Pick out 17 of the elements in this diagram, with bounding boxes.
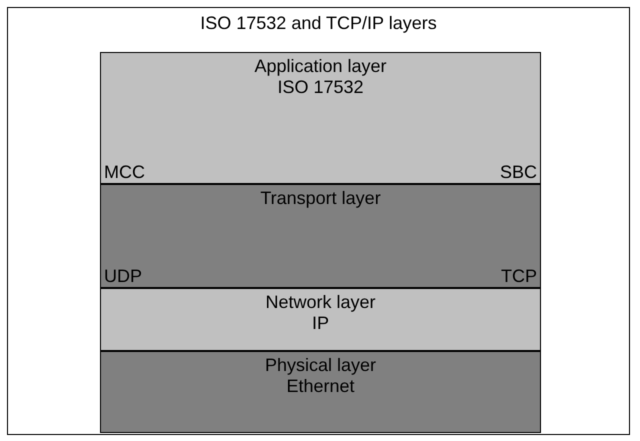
layer-name: Network layer — [264, 292, 377, 313]
layer-name: Application layer — [253, 56, 388, 77]
protocol-name: Ethernet — [285, 376, 356, 397]
layer-name: Physical layer — [264, 355, 378, 376]
frame-heading: ISO 17532 and TCP/IP layers — [199, 13, 438, 34]
layer-band — [100, 52, 541, 184]
protocol-name: MCC — [104, 162, 145, 183]
protocol-name: SBC — [500, 162, 537, 183]
layer-name: Transport layer — [259, 188, 382, 209]
protocol-name: UDP — [104, 266, 142, 287]
layer-band — [100, 351, 541, 433]
layer-band — [100, 184, 541, 288]
layer-band — [100, 288, 541, 351]
diagram-frame — [7, 7, 630, 435]
protocol-name: TCP — [501, 266, 537, 287]
protocol-name: ISO 17532 — [276, 77, 365, 98]
protocol-name: IP — [310, 313, 330, 334]
